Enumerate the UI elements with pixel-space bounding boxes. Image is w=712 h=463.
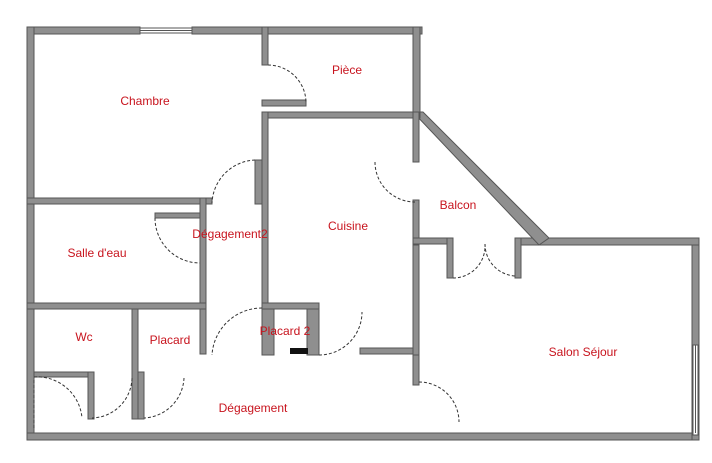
wall-balcon-diagonal <box>411 111 550 246</box>
room-label-piece: Pièce <box>331 63 363 77</box>
room-label-wc: Wc <box>75 330 93 344</box>
room-label-salon-sejour: Salon Séjour <box>548 345 618 359</box>
wall-left <box>26 26 35 441</box>
wall-chambre-bottom <box>26 197 213 205</box>
door-chambre <box>211 159 256 204</box>
wall-wc-door-stub <box>87 371 95 420</box>
wall-sde-right <box>199 197 207 309</box>
wall-salon-left-upper <box>412 244 420 356</box>
wall-placard2-top <box>261 302 320 310</box>
room-label-salle-eau: Salle d'eau <box>67 246 127 260</box>
wall-chambre-right-lower <box>254 159 263 205</box>
placard2-sill <box>290 348 308 354</box>
door-sde <box>154 217 201 264</box>
door-salon <box>418 381 460 423</box>
wall-piece-bottom <box>261 99 307 107</box>
walls <box>26 26 700 441</box>
wall-wc-right <box>131 308 139 420</box>
door-placard <box>91 377 133 419</box>
door-placard-b <box>143 377 185 419</box>
door-piece <box>267 64 307 104</box>
wall-chambre-right-top <box>261 26 269 66</box>
wall-wc-bottom-left <box>33 371 95 378</box>
door-balcon-left <box>452 243 486 279</box>
wall-cuisine-top <box>264 111 421 119</box>
wall-balcon-door-left <box>446 237 454 279</box>
door-wc <box>33 376 83 419</box>
wall-placard-door-stub <box>137 371 145 420</box>
wall-balcon-bottom <box>412 237 452 245</box>
wall-top-left <box>26 26 141 35</box>
wall-top-mid <box>191 26 423 35</box>
doors <box>33 64 516 428</box>
room-label-placard: Placard <box>149 333 191 347</box>
wall-sde-door-stub <box>154 212 201 219</box>
windows <box>139 27 699 436</box>
wall-piece-right <box>412 26 421 118</box>
wall-cuisine-right-top <box>412 111 420 163</box>
room-label-balcon: Balcon <box>439 198 477 212</box>
room-label-cuisine: Cuisine <box>327 219 369 233</box>
wall-placard-right <box>199 308 207 355</box>
room-label-placard2: Placard 2 <box>259 324 311 338</box>
wall-sde-bottom <box>26 302 207 310</box>
room-label-degagement2: Dégagement2 <box>192 227 268 241</box>
door-balcon-right <box>484 243 516 277</box>
room-label-degagement: Dégagement <box>218 401 288 415</box>
door-placard2-right <box>318 311 363 356</box>
wall-balcon-door-right <box>514 237 522 279</box>
room-label-chambre: Chambre <box>120 94 170 108</box>
wall-bottom <box>26 432 700 441</box>
door-cuisine <box>374 161 416 203</box>
wall-degagement-top <box>359 347 420 355</box>
door-placard2-left <box>211 307 263 356</box>
